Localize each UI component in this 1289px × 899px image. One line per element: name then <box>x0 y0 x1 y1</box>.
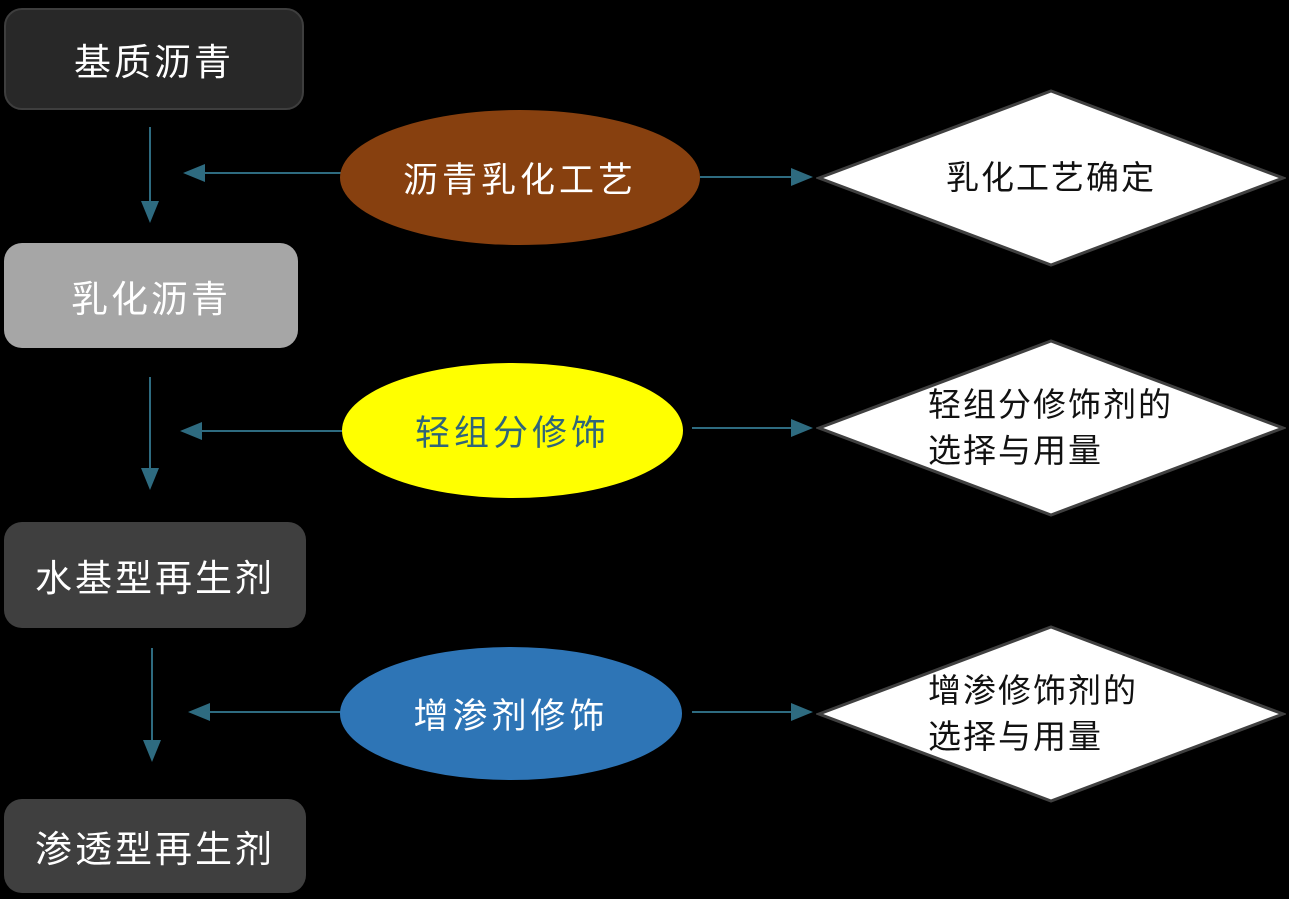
arrow-process2-to-decision2 <box>692 419 813 437</box>
stage-box-base-asphalt: 基质沥青 <box>4 8 304 110</box>
decision-diamond-light-component: 轻组分修饰剂的 选择与用量 <box>816 338 1286 518</box>
arrow-process3-to-decision3 <box>692 703 813 721</box>
decision-line: 选择与用量 <box>928 432 1103 469</box>
diamond-shape <box>816 89 1286 267</box>
process-ellipse-penetrant: 增渗剂修饰 <box>340 647 682 780</box>
process-ellipse-label: 轻组分修饰 <box>414 414 610 453</box>
process-ellipse-label: 增渗剂修饰 <box>413 697 609 736</box>
decision-line: 增渗修饰剂的 <box>928 672 1138 709</box>
decision-line: 选择与用量 <box>928 718 1103 755</box>
stage-box-water-based-rejuvenator: 水基型再生剂 <box>4 522 306 628</box>
arrow-stage2-to-stage3 <box>141 377 159 490</box>
stage-box-penetrating-rejuvenator: 渗透型再生剂 <box>4 799 306 893</box>
stage-box-label: 乳化沥青 <box>71 278 231 320</box>
decision-diamond-emulsification: 乳化工艺确定 <box>816 88 1286 268</box>
arrow-process2-to-flow <box>180 422 345 440</box>
stage-box-emulsified-asphalt: 乳化沥青 <box>4 243 298 348</box>
process-ellipse-label: 沥青乳化工艺 <box>402 161 637 200</box>
stage-box-label: 渗透型再生剂 <box>35 829 275 870</box>
process-ellipse-light-component: 轻组分修饰 <box>342 363 683 498</box>
diamond-shape <box>816 339 1286 517</box>
diamond-shape <box>816 625 1286 803</box>
arrow-process1-to-flow <box>183 164 345 182</box>
decision-diamond-label: 增渗修饰剂的 选择与用量 <box>816 624 1286 804</box>
arrow-stage3-to-stage4 <box>143 648 161 762</box>
decision-diamond-label: 轻组分修饰剂的 选择与用量 <box>816 338 1286 518</box>
process-ellipse-emulsification: 沥青乳化工艺 <box>340 110 700 245</box>
decision-diamond-penetrant: 增渗修饰剂的 选择与用量 <box>816 624 1286 804</box>
stage-box-label: 基质沥青 <box>74 42 234 83</box>
stage-box-label: 水基型再生剂 <box>35 558 275 599</box>
decision-line: 乳化工艺确定 <box>946 159 1156 196</box>
arrow-process3-to-flow <box>188 703 345 721</box>
arrow-process1-to-decision1 <box>700 168 813 186</box>
decision-line: 轻组分修饰剂的 <box>928 386 1173 423</box>
decision-diamond-label: 乳化工艺确定 <box>816 88 1286 268</box>
arrow-stage1-to-stage2 <box>141 127 159 223</box>
